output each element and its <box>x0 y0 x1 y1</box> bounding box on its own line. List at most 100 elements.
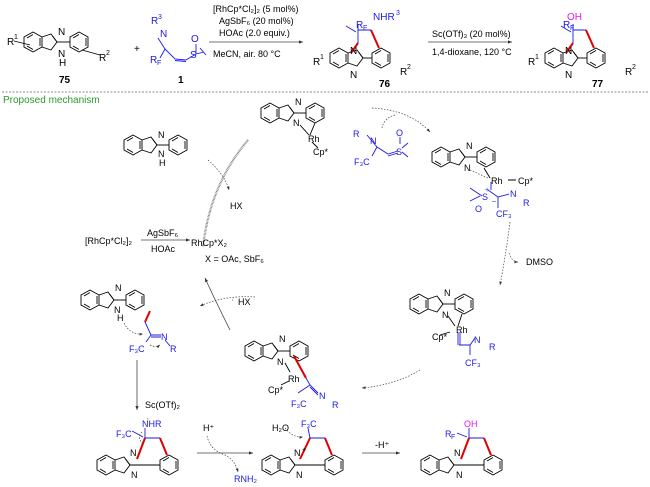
lewis-acid-text: Sc(OTf)₃ (20 mol%) <box>432 29 511 39</box>
oh-label: OH <box>567 12 582 23</box>
cycle-arrow-left <box>201 139 249 248</box>
s-label: S <box>482 192 488 202</box>
n-label: N <box>115 283 122 293</box>
r1-sup: 1 <box>320 54 324 61</box>
f3c-label: F₃C <box>301 419 317 429</box>
cp-label: Cp* <box>268 385 284 395</box>
compound-label-76: 76 <box>379 79 391 90</box>
reagent-entry-arrow <box>381 114 396 129</box>
cp-label: Cp* <box>432 332 448 342</box>
mechanism-title: Proposed mechanism <box>3 95 100 106</box>
nh-label: N <box>58 49 65 60</box>
n-label: N <box>294 448 301 458</box>
cycle-arrow-bottom-right <box>361 369 421 390</box>
reagent-1: R 3 N R F S O 1 <box>150 14 207 86</box>
n-label: N <box>158 149 165 159</box>
nhr-label: NHR <box>373 12 395 23</box>
n-label: N <box>319 391 326 401</box>
n-label: N <box>466 141 473 151</box>
f3c-label: F₃C <box>354 157 370 167</box>
r-label: R <box>523 198 530 208</box>
rh-label: Rh <box>288 374 300 384</box>
o-label: O <box>475 204 482 214</box>
n-label: N <box>565 46 572 57</box>
rh-label: Rh <box>456 325 468 335</box>
n-label: N <box>131 470 138 480</box>
intermediate-76: R 1 N N NHR 3 R F R 2 76 <box>313 10 411 90</box>
f3c-label: F₃C <box>116 429 132 439</box>
r-label: R <box>332 400 339 410</box>
rhodacycle-intermediate: N N Rh Cp* <box>260 97 329 157</box>
h2o-label: H₂O <box>272 423 289 433</box>
rnh2-label: RNH₂ <box>234 474 257 484</box>
r1-label: R <box>7 37 14 48</box>
plus-sign: + <box>134 44 140 55</box>
o-label: O <box>396 128 403 138</box>
rf-sub: F <box>451 434 455 441</box>
hx-release-arrow <box>207 159 230 191</box>
n-label: N <box>350 46 357 57</box>
minus-h-label: -H⁺ <box>375 440 389 450</box>
alkylated-imine: N N H N R F₃C <box>80 283 177 354</box>
n-label: N <box>160 29 167 40</box>
catalyst-activation: [RhCp*Cl₂]₂ AgSbF₆ HOAc RhCp*X₂ X = OAc,… <box>85 228 264 264</box>
plus-charge: + <box>302 447 306 454</box>
rh-ylide-complex: N N Rh Cp* S + – O N R CF₃ <box>431 141 534 219</box>
rh-label: Rh <box>491 176 503 186</box>
conditions-step-2: Sc(OTf)₃ (20 mol%) 1,4-dioxane, 120 °C <box>428 29 512 57</box>
cyclized-aminal: N N NHR F₃C <box>96 417 179 480</box>
coordination-arrow <box>139 417 149 446</box>
rf-sub: F <box>157 60 161 67</box>
n-label: N <box>295 97 302 107</box>
r1-label: R <box>313 57 320 68</box>
dmso-release-arrow <box>508 252 519 264</box>
cycle-arrow-right <box>499 221 511 286</box>
o-label: O <box>191 34 199 45</box>
n-label: N <box>474 335 481 345</box>
conditions-step-1: [RhCp*Cl₂]₂ (5 mol%) AgSbF₆ (20 mol%) HO… <box>209 4 303 59</box>
rh-carbene-complex: N N Rh Cp* N R CF₃ <box>409 288 496 368</box>
n-label: N <box>279 334 286 344</box>
cp-label: Cp* <box>518 176 534 186</box>
rh-label: Rh <box>308 134 320 144</box>
n-label: N <box>158 130 165 140</box>
agsbf6-label: AgSbF₆ <box>147 228 179 238</box>
n-label: N <box>510 189 517 199</box>
f3c-label: F₃C <box>291 399 307 409</box>
proton-arrow <box>206 435 239 473</box>
r1-sup: 1 <box>14 34 18 41</box>
catalyst-precursor: [RhCp*Cl₂]₂ <box>85 236 133 246</box>
compound-label-75: 75 <box>59 75 71 86</box>
h-label: H <box>159 158 166 168</box>
acid-text: HOAc (2.0 equiv.) <box>219 28 290 38</box>
r2-label: R <box>400 67 407 78</box>
oh-label: OH <box>464 419 478 429</box>
n-label: N <box>161 332 168 342</box>
rf-label: R <box>445 429 452 439</box>
hx-label-left: HX <box>238 297 251 307</box>
r3-label: R <box>151 16 158 27</box>
rf-sub: F <box>570 25 574 32</box>
protonation-arrow <box>199 296 256 307</box>
n-label: N <box>293 118 300 128</box>
plus-charge: + <box>485 187 489 194</box>
n-label: N <box>464 163 471 173</box>
sulfoxonium-ylide: R N F₃C S O <box>353 128 409 167</box>
cf3-label: CF₃ <box>465 358 481 368</box>
rf-label: R <box>356 20 363 31</box>
rf-label: R <box>150 55 157 66</box>
r1-label: R <box>528 57 535 68</box>
n-label: N <box>58 27 65 38</box>
n-label: N <box>456 470 463 480</box>
n-label: N <box>296 470 303 480</box>
iminium-intermediate: N + N F₃C H₂O <box>261 419 344 480</box>
catalyst-text: [RhCp*Cl₂]₂ (5 mol%) <box>213 4 299 14</box>
water-attack-arrow <box>284 427 304 439</box>
compound-label-77: 77 <box>592 79 604 90</box>
rf-label: R <box>563 20 570 31</box>
n-label: N <box>277 357 284 367</box>
nhr-label: NHR <box>142 419 162 429</box>
solvent-text-2: 1,4-dioxane, 120 °C <box>432 47 512 57</box>
n-label: N <box>442 310 449 320</box>
